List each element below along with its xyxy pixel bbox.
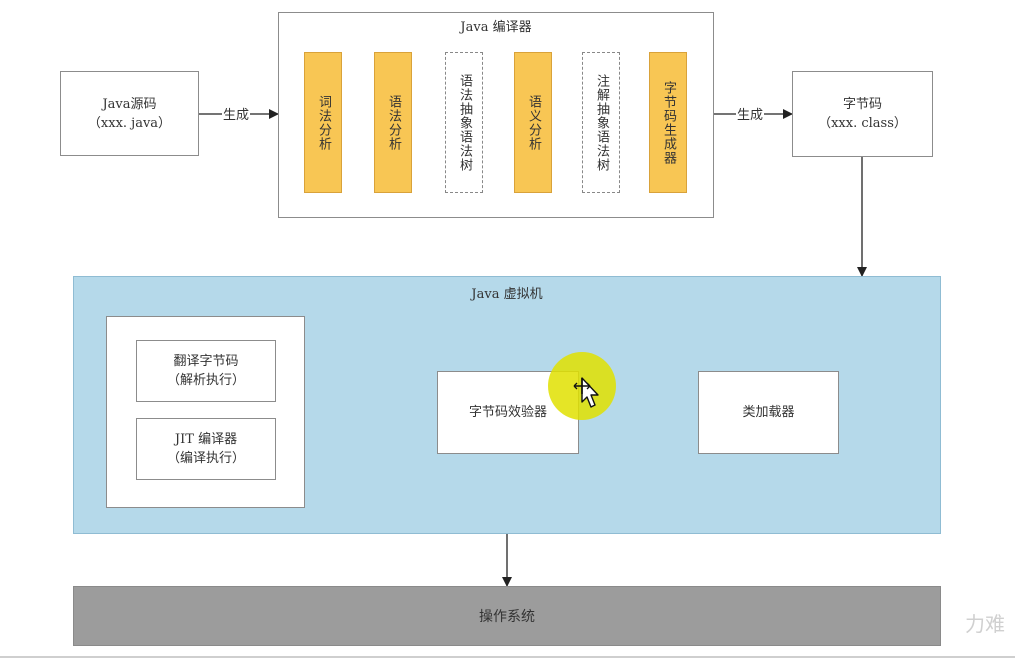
stage-semantic-analysis-label: 语义分析 (526, 94, 541, 151)
stage-lexical-analysis-label: 词法分析 (316, 94, 331, 151)
operating-system-label: 操作系统 (479, 609, 535, 625)
mouse-pointer-icon (573, 377, 599, 408)
java-compiler-title: Java 编译器 (460, 20, 532, 35)
bytecode-title: 字节码 (842, 97, 882, 112)
stage-semantic-analysis: 语义分析 (514, 52, 552, 193)
interpreter-title: 翻译字节码 (173, 354, 239, 369)
interpreter-subtitle: （解析执行） (166, 373, 245, 388)
artifact-syntax-tree: 语法抽象语法树 (445, 52, 483, 193)
java-source-file: （xxx. java） (87, 115, 172, 131)
bytecode-file: （xxx. class） (818, 116, 907, 131)
generate-label-left: 生成 (222, 104, 251, 123)
bottom-edge (0, 656, 1015, 658)
artifact-annotated-syntax-tree-label: 注解抽象语法树 (594, 73, 609, 172)
artifact-annotated-syntax-tree: 注解抽象语法树 (582, 52, 620, 193)
bytecode-verifier-label: 字节码效验器 (468, 405, 547, 420)
jit-compiler-box: JIT 编译器 （编译执行） (136, 418, 276, 480)
watermark-text: 力难 (965, 612, 1005, 636)
operating-system-bar: 操作系统 (73, 586, 941, 646)
java-compiler-container (278, 12, 714, 218)
generate-label-right: 生成 (736, 104, 765, 123)
interpreter-box: 翻译字节码 （解析执行） (136, 340, 276, 402)
stage-bytecode-generator: 字节码生成器 (649, 52, 687, 193)
java-source-title: Java源码 (102, 96, 157, 112)
class-loader-box: 类加载器 (698, 371, 839, 454)
artifact-syntax-tree-label: 语法抽象语法树 (457, 73, 472, 172)
stage-syntax-analysis-label: 语法分析 (386, 94, 401, 151)
jvm-title: Java 虚拟机 (471, 287, 543, 302)
jit-compiler-subtitle: （编译执行） (166, 451, 245, 466)
stage-syntax-analysis: 语法分析 (374, 52, 412, 193)
class-loader-label: 类加载器 (742, 405, 795, 420)
java-source-box: Java源码 （xxx. java） (60, 71, 199, 156)
stage-bytecode-generator-label: 字节码生成器 (661, 80, 676, 165)
bytecode-box: 字节码 （xxx. class） (792, 71, 933, 157)
jit-compiler-title: JIT 编译器 (174, 432, 238, 447)
stage-lexical-analysis: 词法分析 (304, 52, 342, 193)
